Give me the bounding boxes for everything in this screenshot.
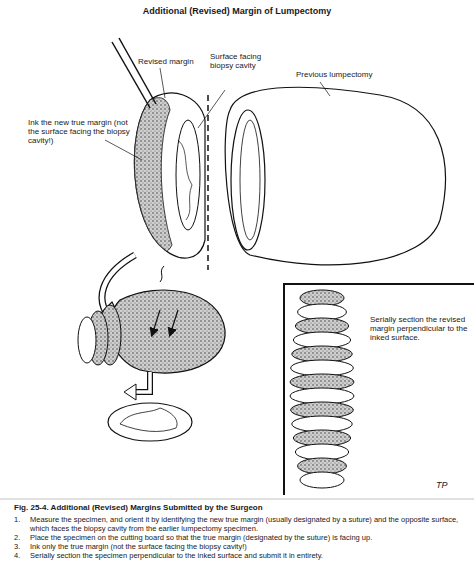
revised-margin-piece [134,93,205,258]
ink-surface [134,98,172,251]
tissue-slice [78,317,96,363]
suture [160,266,164,282]
signature: TP [436,480,466,490]
caption: Fig. 25-4. Additional (Revised) Margins … [14,503,464,512]
forceps [119,38,156,104]
leader-line [105,140,142,160]
slice-surface [120,408,177,431]
step-number: 4. [14,551,30,560]
part-label: Surface facing biopsy cavity [210,52,280,70]
cavity-surface [176,120,200,230]
step-number: 2. [14,533,30,542]
cut-slice [108,403,192,441]
serial-sections [290,290,354,488]
direction-arrow [152,310,160,335]
inset-note: Serially section the revised margin perp… [370,315,470,343]
tissue-texture [178,140,192,220]
step-text: Serially section the specimen perpendicu… [30,551,466,560]
leader-line [320,82,330,96]
step-number: 1. [14,515,30,524]
inset-panel: Serially section the revised margin perp… [283,283,474,495]
step-text: Place the specimen on the cutting board … [30,533,466,542]
forceps [112,42,150,108]
biopsy-cavity [231,110,265,250]
part-label: Previous lumpectomy [296,70,406,79]
leader-line [160,68,165,98]
direction-arrow [170,310,178,335]
leader-line [198,90,225,128]
caption-rule [0,499,474,500]
arrow-head [124,384,136,400]
part-label: Revised margin [138,57,218,66]
lumpectomy-specimen [225,87,445,265]
cavity-wall [240,120,260,240]
title: Additional (Revised) Margin of Lumpectom… [0,6,474,16]
step-text: Ink only the true margin (not the surfac… [30,542,466,551]
instruction-note: Ink the new true margin (not the surface… [28,118,140,146]
inked-specimen [110,290,226,373]
tissue-slice [300,472,344,488]
step-number: 3. [14,542,30,551]
cut-line [207,95,209,270]
step-text: Measure the specimen, and orient it by i… [30,515,466,533]
